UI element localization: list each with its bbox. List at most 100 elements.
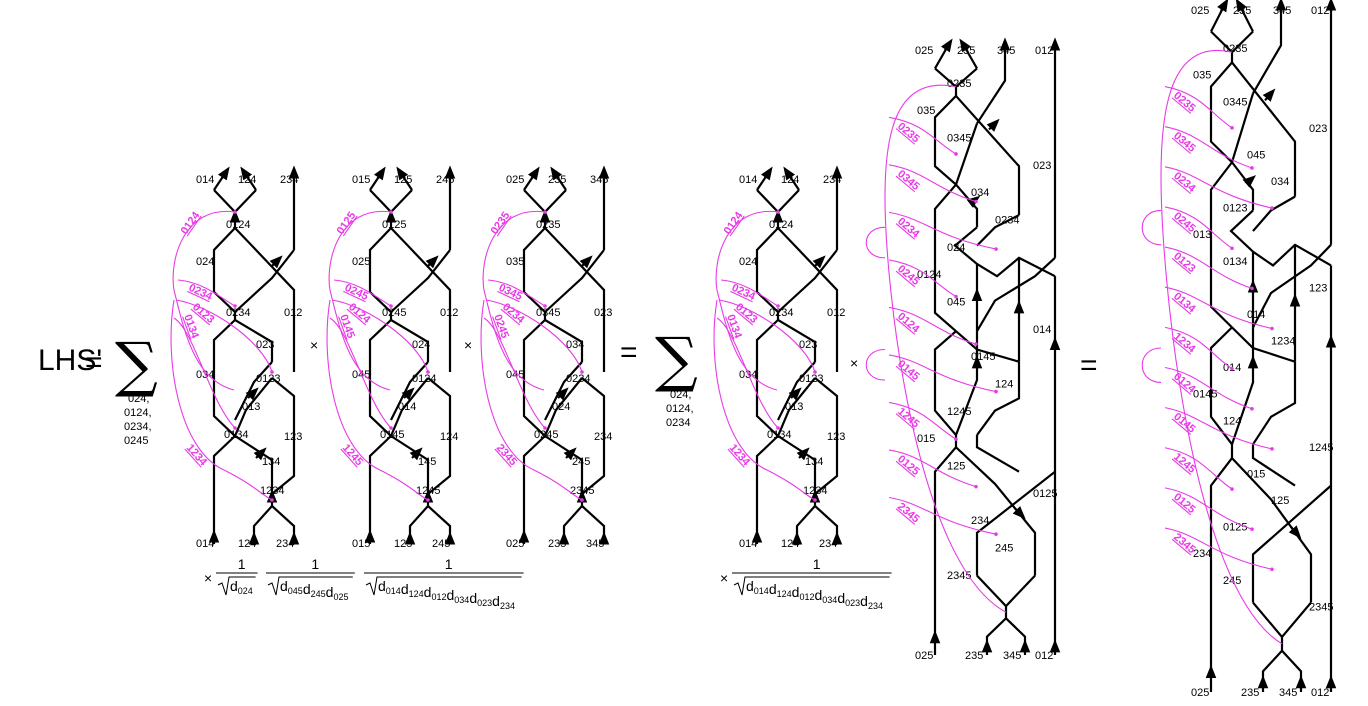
pink-1 <box>177 279 236 307</box>
top-leg-2 <box>1252 4 1283 94</box>
pink-dot-1 <box>543 304 547 308</box>
pink-2 <box>175 299 273 373</box>
inner-label-5: 0124 <box>412 373 436 385</box>
bottom-label-0: 014 <box>739 538 757 550</box>
inner-label-8: 0134 <box>1223 256 1247 268</box>
pink-label-5: 0134 <box>1171 290 1198 315</box>
pink-label-8: 2345 <box>895 501 921 526</box>
inner-label-4: 045 <box>1247 149 1265 161</box>
pink-label-4: 1234 <box>727 442 753 469</box>
coef2-frac-numerator: 1 <box>813 556 821 572</box>
inner-label-1: 035 <box>1193 70 1211 82</box>
top-label-2: 234 <box>823 174 841 186</box>
inner-label-1: 035 <box>917 105 935 117</box>
seg-p-arrow <box>1012 506 1026 520</box>
pink-dot-4 <box>426 498 430 502</box>
inner-label-0: 0124 <box>769 219 793 231</box>
seg-e-arrow <box>1242 175 1257 188</box>
bottom-leg-1 <box>562 505 583 544</box>
top-label-0: 025 <box>1191 5 1209 17</box>
inner-label-7: 013 <box>1193 229 1211 241</box>
top-leg-2 <box>976 44 1007 125</box>
bottom-label-2: 234 <box>819 538 837 550</box>
pink-dot-4 <box>813 498 817 502</box>
seg-h <box>976 257 1056 332</box>
bottom-label-1: 235 <box>1241 687 1259 699</box>
bottom-label-1: 235 <box>965 650 983 662</box>
inner-label-20: 245 <box>1223 575 1241 587</box>
inner-label-0: 0235 <box>1223 43 1247 55</box>
top-label-2: 234 <box>280 174 298 186</box>
pink-dot-8 <box>994 532 998 536</box>
inner-label-4: 034 <box>566 339 584 351</box>
inner-label-10: 134 <box>805 456 823 468</box>
coef2-frac-radical <box>733 576 890 596</box>
pink-8 <box>1164 366 1253 410</box>
bottom-label-0: 025 <box>506 538 524 550</box>
seg-r <box>1251 444 1296 487</box>
upper-cross-b <box>390 249 451 313</box>
inner-a <box>544 361 583 421</box>
pink-6 <box>888 354 997 393</box>
seg-d <box>933 183 957 332</box>
top-label-0: 014 <box>739 174 757 186</box>
pink-dot-2 <box>270 370 274 374</box>
inner-label-3: 023 <box>1309 123 1327 135</box>
pink-0 <box>482 210 546 391</box>
pink-label-0: 0235 <box>1171 90 1197 115</box>
top-fork <box>213 189 257 214</box>
inner-a-arrow <box>245 387 259 401</box>
inner-label-5: 0234 <box>566 373 590 385</box>
bottom-label-2: 234 <box>276 538 294 550</box>
pink-dot-4 <box>580 498 584 502</box>
inner-label-7: 013 <box>242 401 260 413</box>
inner-label-14: 124 <box>1223 415 1241 427</box>
coef1-frac-1-numerator: 1 <box>311 556 319 572</box>
seg-b <box>1231 61 1297 197</box>
pink-label-0: 0124 <box>722 209 746 237</box>
inner-label-7: 013 <box>785 401 803 413</box>
inner-label-3: 023 <box>1033 160 1051 172</box>
bottom-label-0: 025 <box>915 650 933 662</box>
sum-symbol-2: ∑ <box>655 325 698 395</box>
sum1-index-0: 024, <box>128 393 149 405</box>
inner-b <box>427 377 452 495</box>
inner-label-7: 024 <box>552 401 570 413</box>
pink-dot-3 <box>543 426 547 430</box>
coef1-frac-2-numerator: 1 <box>445 556 453 572</box>
times-sign-1: × <box>310 337 318 353</box>
pink-11 <box>1164 487 1253 530</box>
inner-label-11: 1234 <box>803 485 827 497</box>
bottom-label-2: 345 <box>586 538 604 550</box>
pink-0 <box>172 210 236 391</box>
pink-curl-1 <box>865 348 886 381</box>
upper-cross-a-arrow <box>269 255 283 269</box>
pink-dot-1 <box>1250 166 1254 170</box>
top-label-0: 015 <box>352 174 370 186</box>
top-leg-0-arrow <box>940 38 953 53</box>
inner-b <box>814 377 839 495</box>
pink-dot-3 <box>389 426 393 430</box>
inner-label-16: 015 <box>1247 468 1265 480</box>
bottom-label-0: 025 <box>1191 687 1209 699</box>
pink-dot-0 <box>543 210 547 214</box>
pink-label-0: 0235 <box>489 210 513 237</box>
pink-7 <box>1164 326 1233 370</box>
inner-label-2: 0245 <box>382 307 406 319</box>
inner-label-0: 0235 <box>536 219 560 231</box>
top-leg-0-arrow <box>217 166 230 181</box>
pink-dot-1 <box>776 304 780 308</box>
coef1-frac-0-prefix: × <box>204 570 212 586</box>
pink-label-4: 1245 <box>340 442 365 468</box>
inner-label-13: 015 <box>917 433 935 445</box>
inner-label-5: 034 <box>1271 176 1289 188</box>
pink-12 <box>1164 527 1273 570</box>
low-left <box>755 435 779 538</box>
pink-curl-0 <box>865 226 886 259</box>
seg-e-arrow <box>966 195 981 209</box>
pink-label-4: 0124 <box>895 311 922 336</box>
inner-a-arrow <box>788 387 802 401</box>
pink-curl-1 <box>1141 347 1162 383</box>
pink-dot-6 <box>954 437 958 441</box>
